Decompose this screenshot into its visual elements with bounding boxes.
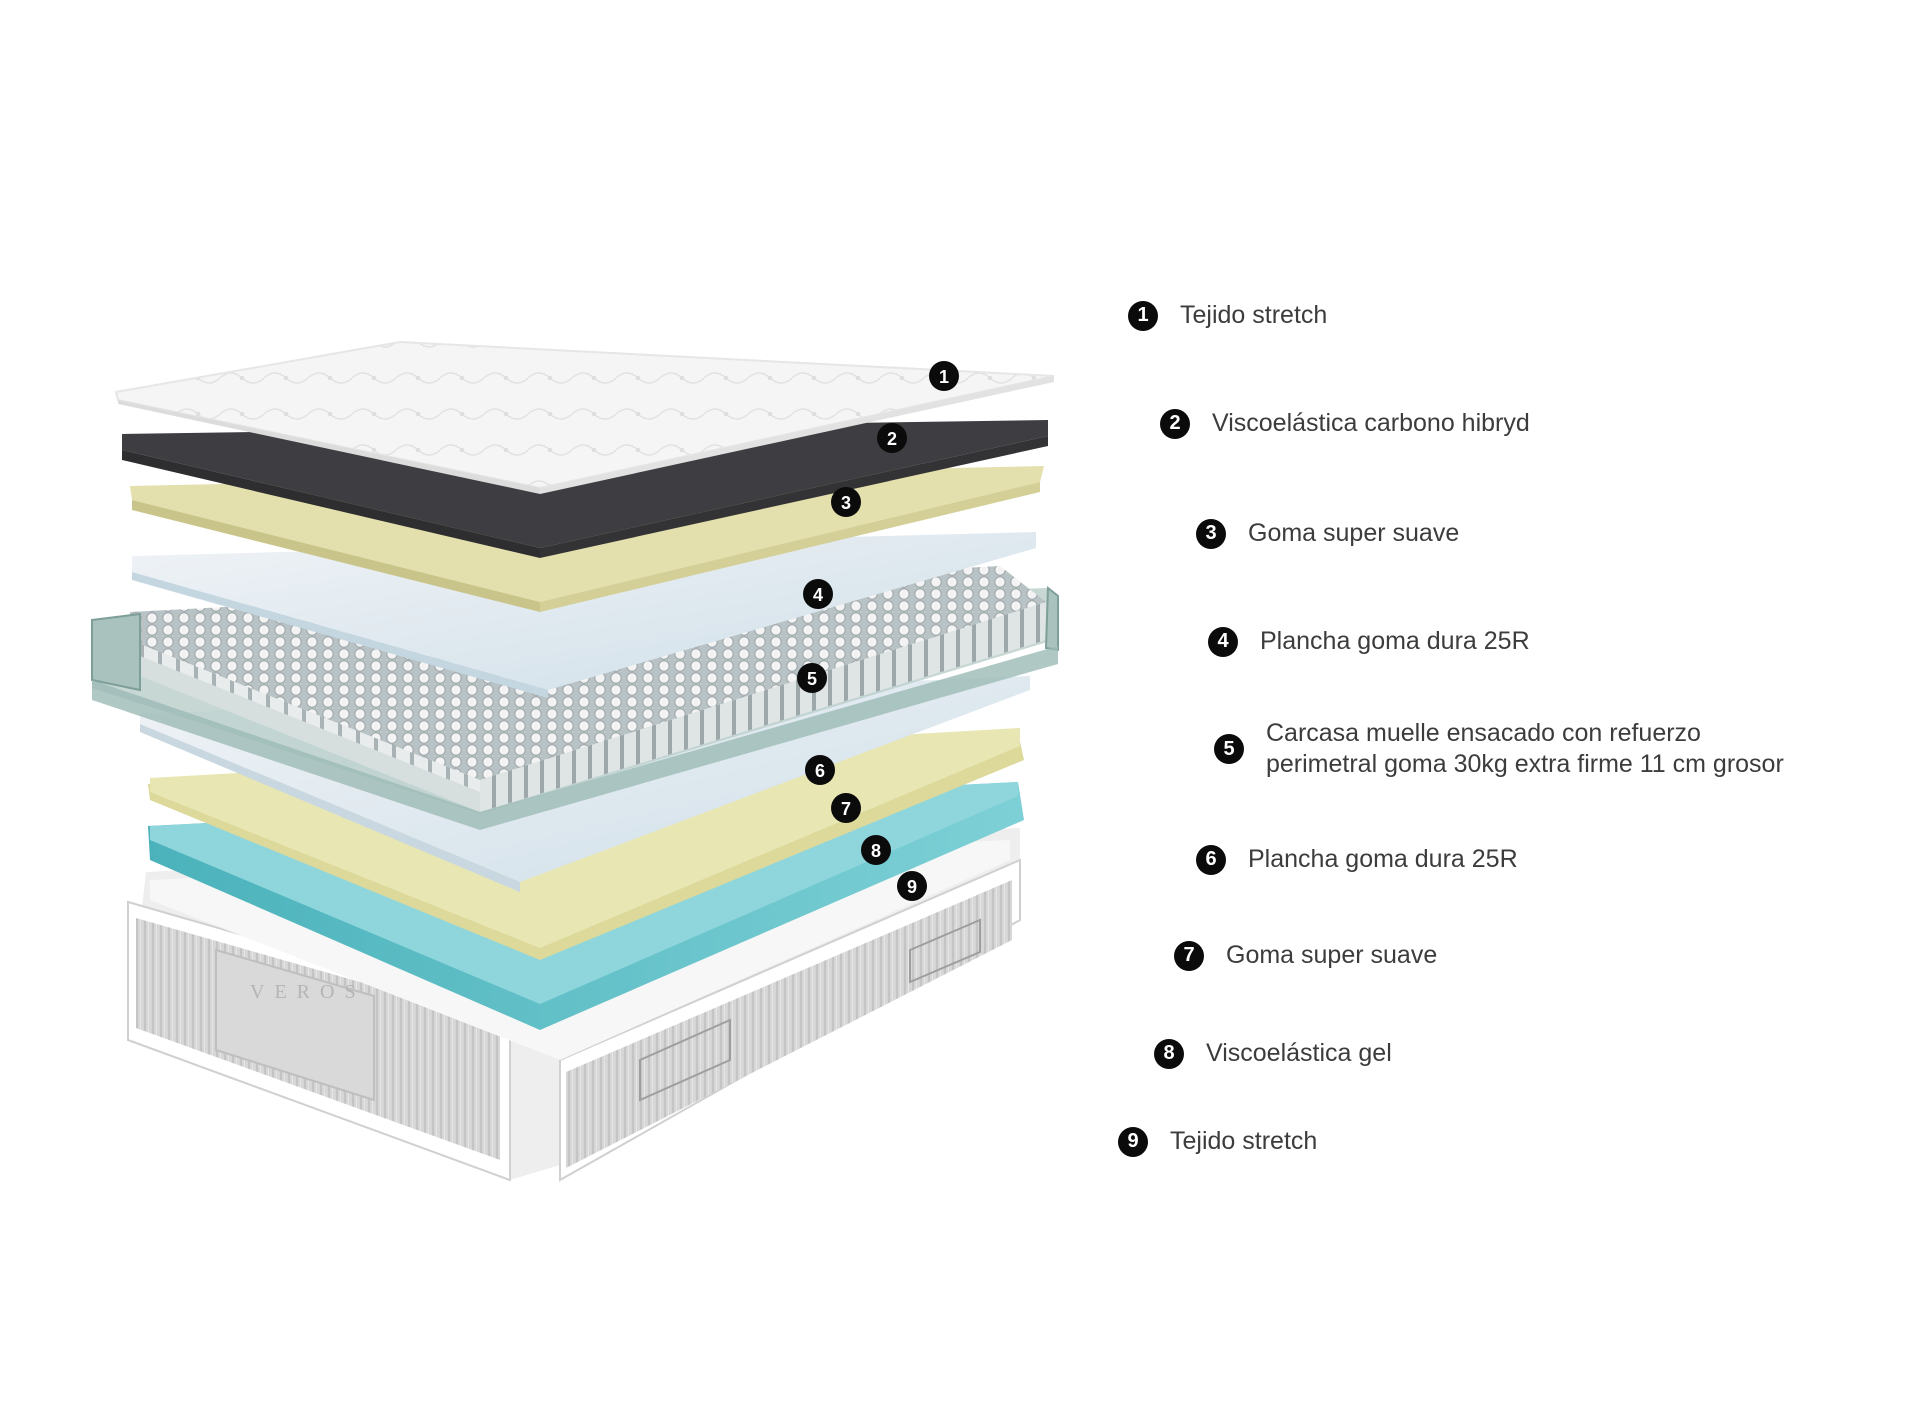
svg-text:4: 4	[813, 585, 823, 605]
svg-text:1: 1	[939, 367, 949, 387]
legend-label: Tejido stretch	[1180, 301, 1328, 329]
legend-label: Goma super suave	[1248, 519, 1460, 547]
callout-badge-2: 2	[877, 423, 907, 453]
callout-badge-4: 4	[803, 579, 833, 609]
svg-text:3: 3	[841, 493, 851, 513]
legend-label: Tejido stretch	[1170, 1127, 1318, 1155]
legend-item-8: 8 Viscoelástica gel	[1154, 1038, 1392, 1069]
callout-badge-6: 6	[805, 755, 835, 785]
callout-badge-8: 8	[861, 835, 891, 865]
legend-number-badge: 2	[1160, 408, 1190, 439]
legend-label: Carcasa muelle ensacado con refuerzo per…	[1266, 719, 1784, 778]
callout-badge-7: 7	[831, 793, 861, 823]
legend-number-badge: 3	[1196, 518, 1226, 549]
legend-item-9: 9 Tejido stretch	[1118, 1126, 1317, 1157]
legend-number-badge: 4	[1208, 626, 1238, 657]
callout-badge-3: 3	[831, 487, 861, 517]
legend-label: Viscoelástica carbono hibryd	[1212, 409, 1530, 437]
svg-text:2: 2	[887, 429, 897, 449]
layer-1-fabric-top	[114, 340, 1055, 494]
brand-label: VEROS	[250, 981, 366, 1003]
svg-text:9: 9	[907, 877, 917, 897]
layer-4-hard-foam	[132, 532, 1036, 698]
legend-item-6: 6 Plancha goma dura 25R	[1196, 844, 1518, 875]
svg-text:7: 7	[841, 799, 851, 819]
legend-label: Goma super suave	[1226, 941, 1438, 969]
legend-item-1: 1 Tejido stretch	[1128, 300, 1327, 331]
legend-item-4: 4 Plancha goma dura 25R	[1208, 626, 1530, 657]
legend-label: Plancha goma dura 25R	[1248, 845, 1518, 873]
legend-number-badge: 5	[1214, 734, 1244, 764]
legend-item-5: 5 Carcasa muelle ensacado con refuerzo p…	[1214, 718, 1784, 780]
legend-label: Viscoelástica gel	[1206, 1039, 1392, 1067]
svg-text:5: 5	[807, 669, 817, 689]
legend-item-3: 3 Goma super suave	[1196, 518, 1459, 549]
legend-label: Plancha goma dura 25R	[1260, 627, 1530, 655]
callout-badge-9: 9	[897, 871, 927, 901]
legend-number-badge: 8	[1154, 1038, 1184, 1069]
legend-number-badge: 1	[1128, 300, 1158, 331]
legend-item-7: 7 Goma super suave	[1174, 940, 1437, 971]
legend-number-badge: 6	[1196, 844, 1226, 875]
legend-number-badge: 9	[1118, 1126, 1148, 1157]
svg-text:6: 6	[815, 761, 825, 781]
callout-badge-5: 5	[797, 663, 827, 693]
legend-number-badge: 7	[1174, 940, 1204, 971]
legend-item-2: 2 Viscoelástica carbono hibryd	[1160, 408, 1530, 439]
svg-text:8: 8	[871, 841, 881, 861]
callout-badge-1: 1	[929, 361, 959, 391]
